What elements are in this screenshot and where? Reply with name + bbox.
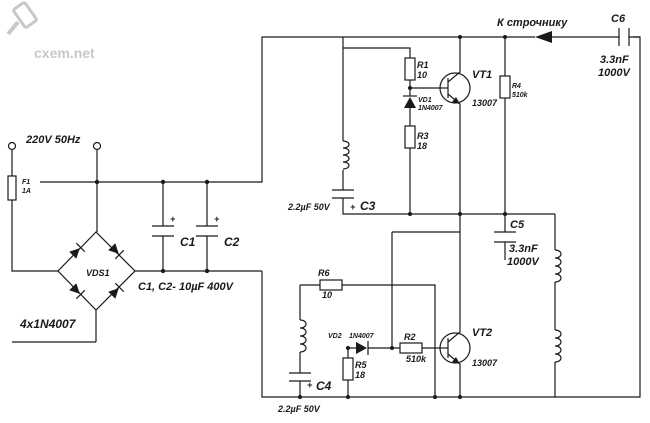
diode-vd2: [356, 341, 369, 355]
diode-vd1: [403, 87, 440, 126]
c4-plus: +: [307, 380, 313, 390]
resistor-r1: [404, 57, 416, 81]
c5-ref: C5: [510, 219, 525, 231]
c5-val2: 1000V: [507, 256, 540, 268]
r3-ref: R3: [417, 131, 429, 141]
resistor-r5: [342, 357, 354, 381]
c3-value: 2.2µF 50V: [287, 202, 331, 212]
vd1-value: 1N4007: [418, 105, 444, 112]
c6-val1: 3.3nF: [600, 54, 629, 66]
capacitor-c2: +: [196, 182, 220, 271]
capacitor-c5: [494, 214, 516, 260]
output-arrow: [535, 31, 552, 43]
r3-value: 18: [417, 141, 427, 151]
vt2-ref: VT2: [472, 327, 492, 339]
mains-input: [7, 141, 102, 232]
mains-label: 220V 50Hz: [25, 134, 81, 146]
vt2-value: 13007: [472, 358, 498, 368]
watermark: cxem.net: [6, 1, 95, 61]
r2-ref: R2: [404, 332, 416, 342]
c5-val1: 3.3nF: [509, 243, 538, 255]
usb-plug-icon: [6, 1, 38, 36]
r2-value: 510k: [406, 354, 427, 364]
capacitor-c3: [332, 189, 354, 199]
resistor-r3: [404, 125, 416, 149]
svg-text:+: +: [170, 214, 176, 224]
fuse-value: 1A: [22, 188, 31, 195]
transistor-vt2: [439, 328, 471, 397]
r1-ref: R1: [417, 60, 429, 70]
resistor-r4: [499, 75, 511, 99]
r6-value: 10: [322, 290, 332, 300]
vt1-ref: VT1: [472, 69, 492, 81]
vd2-ref: VD2: [328, 333, 342, 340]
r4-value: 510k: [512, 92, 529, 99]
svg-text:+: +: [214, 214, 220, 224]
transistor-vt1: [439, 37, 471, 214]
c6-ref: C6: [611, 13, 626, 25]
inductor-lower: [299, 319, 307, 353]
vd1-ref: VD1: [418, 97, 432, 104]
bridge-ref: VDS1: [86, 268, 110, 278]
fuse-f1: [7, 175, 17, 201]
capacitor-c6: [552, 28, 640, 46]
c1-c2-note: C1, C2- 10µF 400V: [138, 281, 235, 293]
watermark-text: cxem.net: [34, 45, 95, 61]
bridge-rectifier-vds1: [57, 231, 262, 342]
resistor-r2: [399, 342, 423, 354]
c2-ref: C2: [224, 235, 240, 249]
r4-ref: R4: [512, 83, 521, 90]
vd2-value: 1N4007: [349, 333, 375, 340]
inductor-right-upper: [554, 249, 562, 283]
c3-ref: C3: [360, 199, 376, 213]
r6-ref: R6: [318, 268, 330, 278]
bridge-parts: 4x1N4007: [19, 317, 77, 331]
inductor-right-lower: [554, 329, 562, 363]
c4-ref: C4: [316, 379, 332, 393]
vt1-value: 13007: [472, 98, 498, 108]
resistor-r6: [319, 279, 343, 291]
c1-ref: C1: [180, 235, 196, 249]
fuse-ref: F1: [22, 179, 30, 186]
c4-value: 2.2µF 50V: [277, 404, 321, 414]
capacitor-c1: +: [152, 182, 176, 271]
r5-ref: R5: [355, 360, 367, 370]
r5-value: 18: [355, 370, 365, 380]
c6-val2: 1000V: [598, 67, 631, 79]
capacitor-c4: [289, 372, 311, 382]
to-lot-label: К строчнику: [497, 17, 568, 29]
c3-plus: +: [350, 202, 356, 212]
r1-value: 10: [417, 70, 427, 80]
inductor-upper: [342, 140, 350, 170]
